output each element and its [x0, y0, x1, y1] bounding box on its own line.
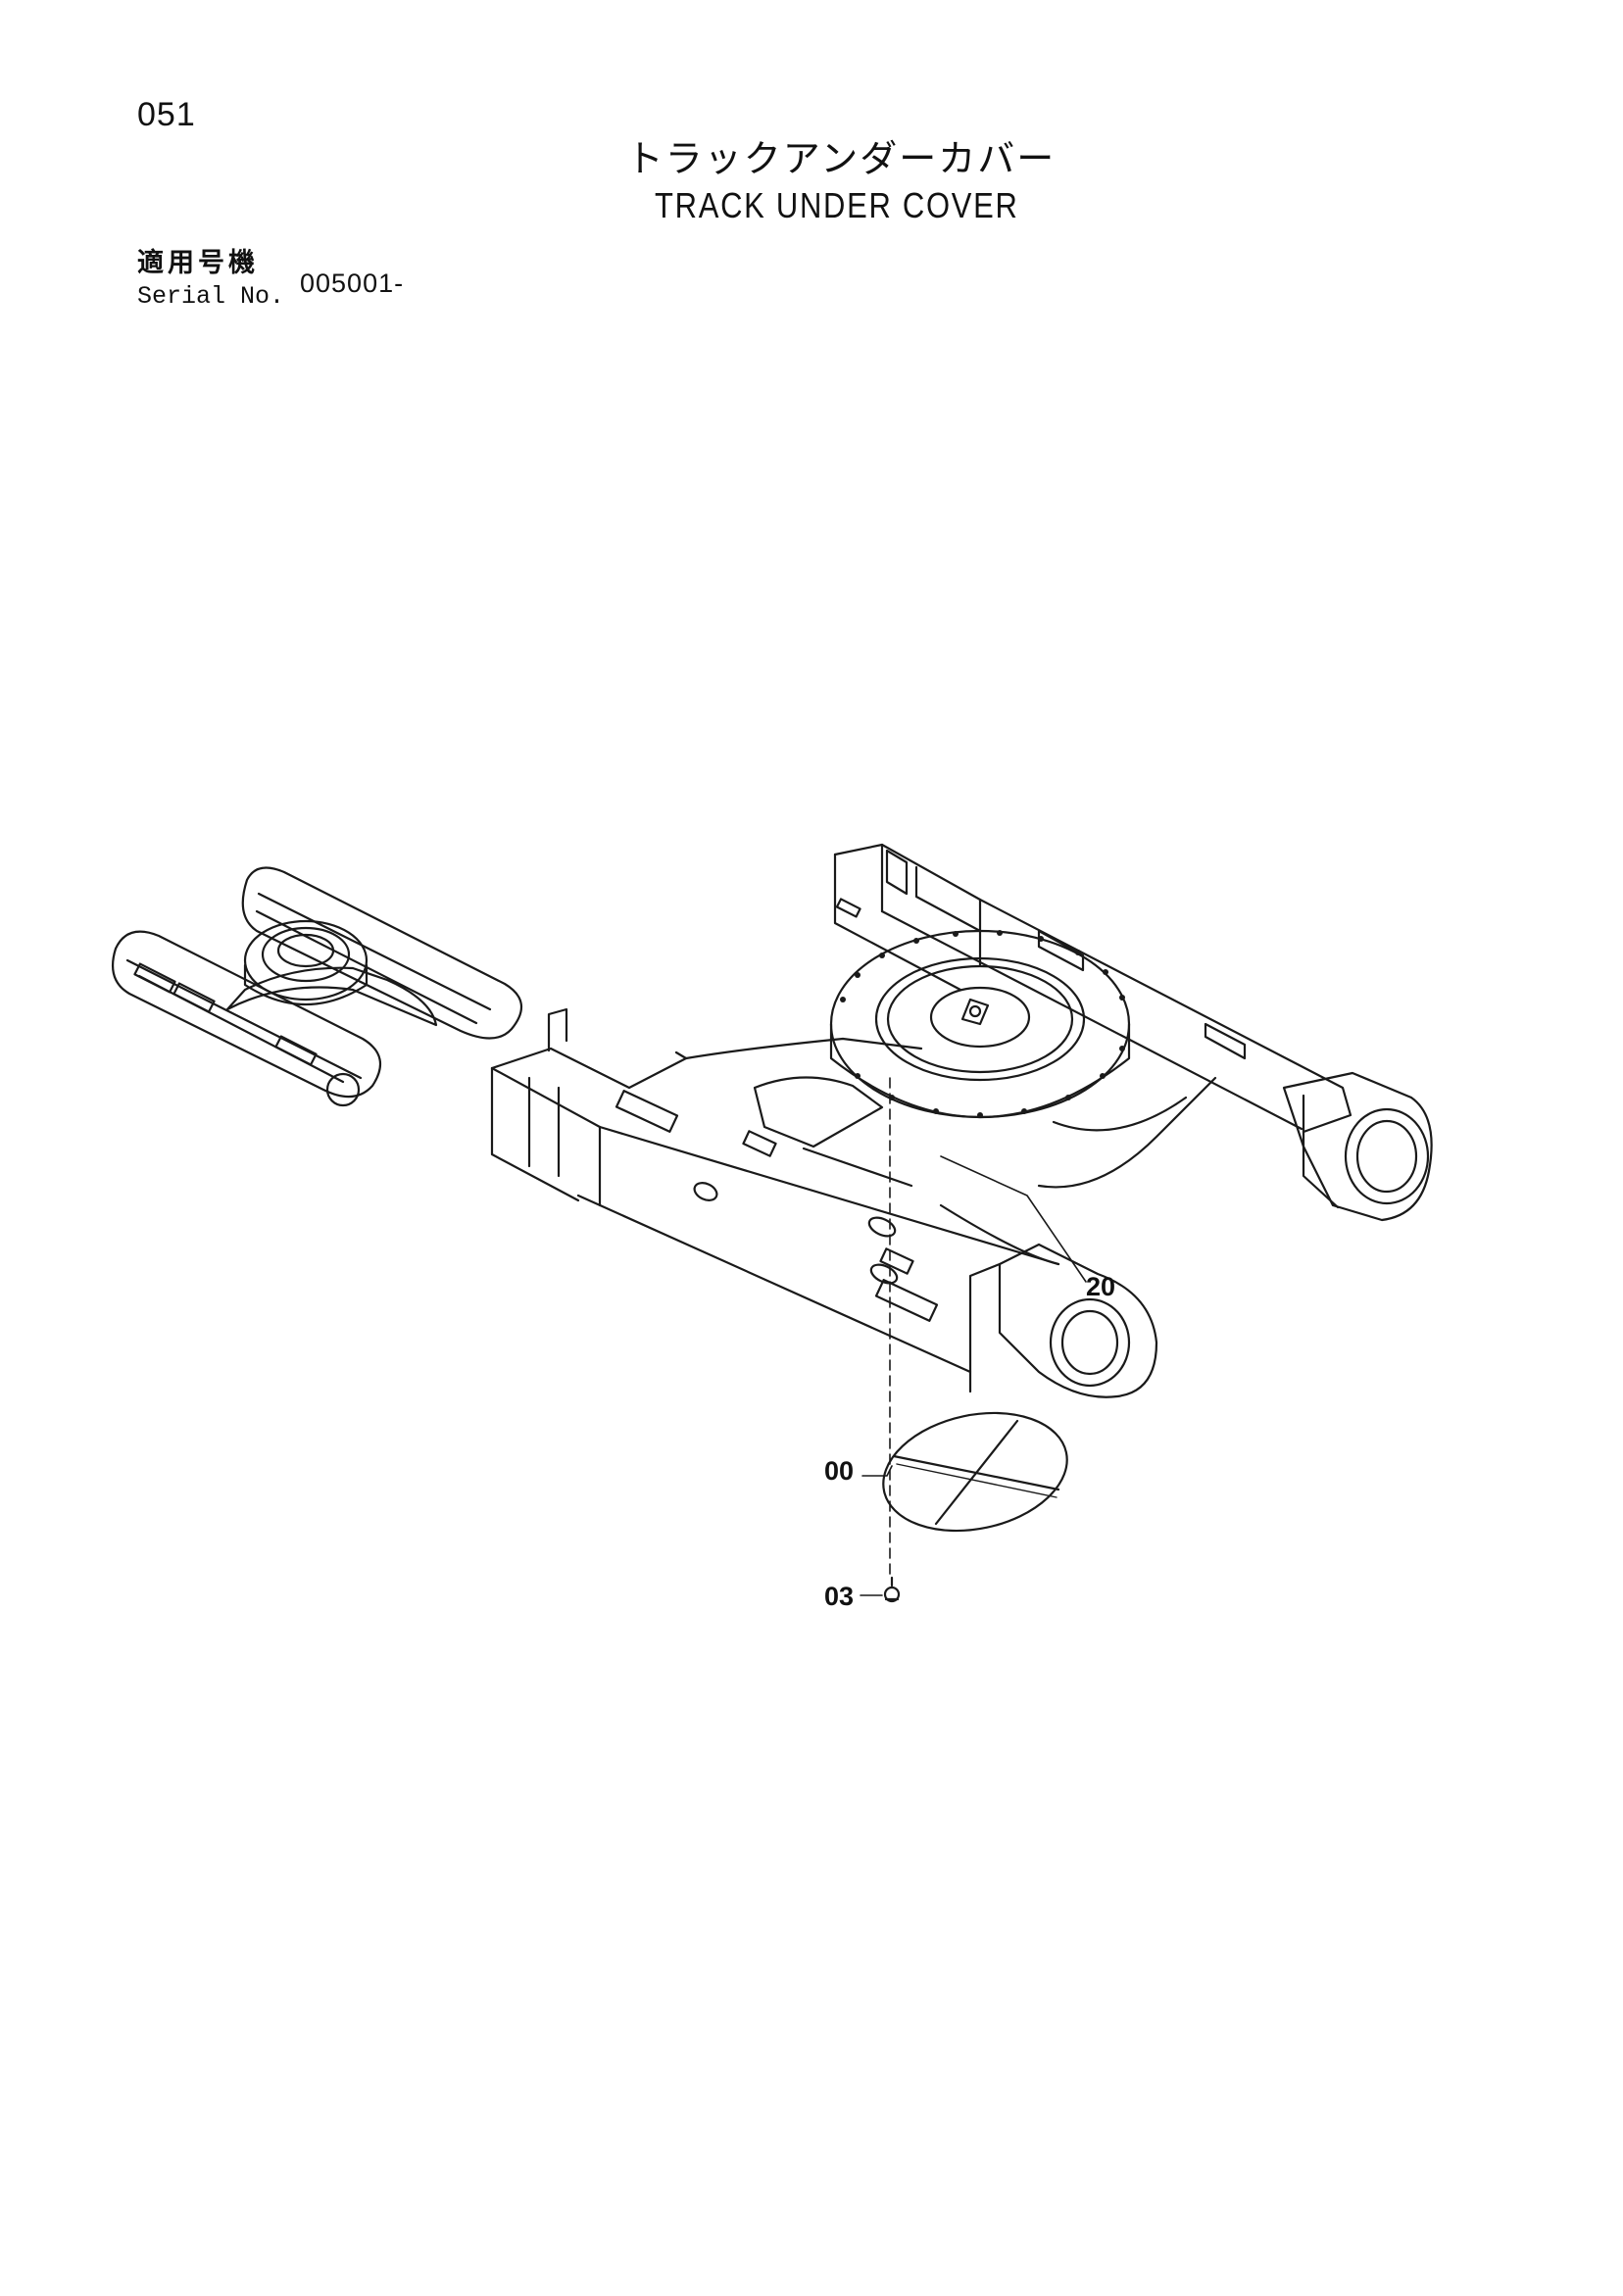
inset-swing-bearing-outer [243, 919, 369, 1001]
right-track-frame [833, 843, 1352, 1134]
inset-center-frame [225, 966, 438, 1027]
swing-bearing-inner-ring [874, 956, 1086, 1082]
callout-part-00: 00 [824, 1456, 854, 1486]
right-idler-bore [1344, 1107, 1430, 1205]
page-title-japanese: トラックアンダーカバー [625, 137, 1057, 180]
bearing-bolt-pattern [840, 930, 1125, 1118]
inset-undercarriage [112, 866, 522, 1107]
title-block: トラックアンダーカバー TRACK UNDER COVER [0, 135, 1623, 229]
leader-line-00 [861, 1465, 893, 1477]
serial-label-japanese: 適用号機 [137, 248, 259, 278]
inset-track-slot-3 [274, 1035, 318, 1066]
inset-track-slot-2 [172, 982, 216, 1013]
right-frame-slot [835, 898, 861, 918]
right-idler-housing [1282, 1071, 1433, 1222]
left-frame-bracket-3 [879, 1247, 914, 1275]
page-title-english: TRACK UNDER COVER [655, 185, 1019, 225]
inset-idler [325, 1072, 361, 1107]
left-frame-hole-1 [693, 1182, 718, 1201]
left-idler-housing [968, 1243, 1158, 1398]
left-idler-bore [1049, 1297, 1131, 1388]
left-frame-hole-2 [867, 1216, 897, 1238]
inset-rear-track [241, 866, 522, 1040]
serial-label-english: Serial No. [137, 282, 285, 311]
inset-swing-bearing-inner [276, 933, 335, 968]
inset-track-slot-1 [133, 962, 176, 994]
cover-bolt [883, 1576, 901, 1603]
left-frame-hole-3 [869, 1263, 899, 1285]
page-number: 051 [137, 96, 196, 133]
left-frame-bracket-1 [615, 1090, 679, 1133]
left-track-frame [490, 1007, 1060, 1393]
serial-number-value: 005001- [300, 269, 405, 298]
inset-front-track [112, 930, 382, 1099]
left-frame-bracket-2 [742, 1130, 777, 1157]
center-joint-plate [929, 986, 1031, 1049]
callout-part-03: 03 [824, 1582, 854, 1611]
serial-label-block: 適用号機 Serial No. [137, 247, 284, 314]
track-under-cover-plate [882, 1411, 1068, 1533]
left-frame-bracket-4 [874, 1279, 939, 1322]
leader-line-20 [940, 1155, 1087, 1283]
center-frame [684, 929, 1217, 1266]
callout-part-20: 20 [1086, 1272, 1115, 1301]
